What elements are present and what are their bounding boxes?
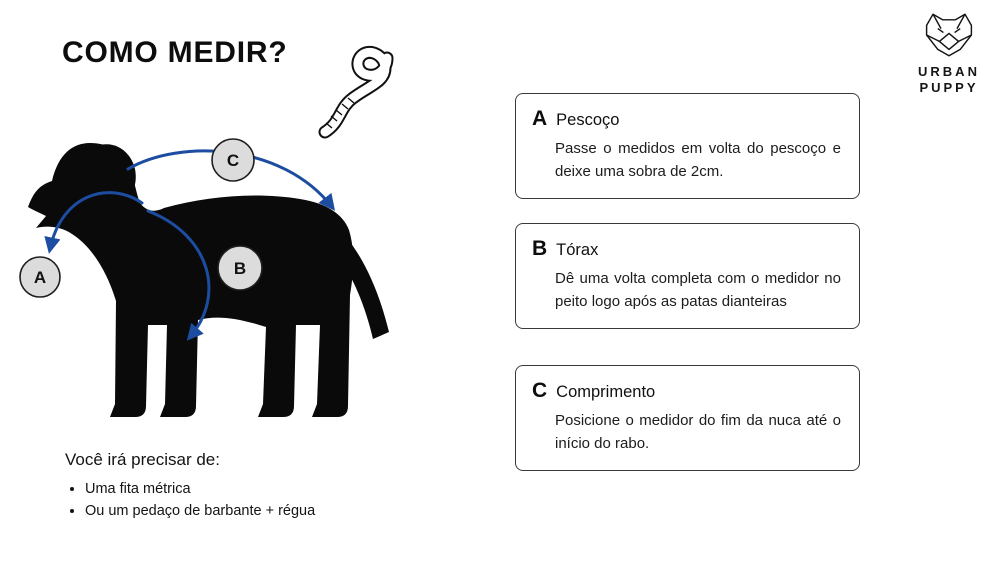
materials-title: Você irá precisar de: [65,450,220,469]
tape-tick-marks [325,97,355,129]
card-header: B Tórax [532,237,843,261]
measurement-arrow-b [146,209,211,341]
card-letter: A [532,107,548,130]
card-title: Comprimento [556,383,656,401]
instruction-card-neck: A Pescoço Passe o medidos em volta do pe… [515,93,860,199]
materials-list: Uma fita métrica Ou um pedaço de barbant… [65,479,465,523]
dog-tail [290,201,389,339]
card-body: Dê uma volta completa com o medidor no p… [555,270,841,310]
materials-item: Uma fita métrica [85,479,465,501]
dog-head-icon [925,13,973,57]
dog-ear [94,144,136,197]
card-body: Passe o medidos em volta do pescoço e de… [555,140,841,180]
measurement-arrow-a [44,191,144,254]
card-body: Posicione o medidor do fim da nuca até o… [555,412,841,452]
label-circle-b [217,245,263,291]
card-header: A Pescoço [532,107,843,131]
card-letter: C [532,379,548,402]
materials-item: Ou um pedaço de barbante + régua [85,501,465,523]
card-header: C Comprimento [532,379,843,403]
card-title: Tórax [556,241,599,259]
label-letter-c: C [227,151,239,170]
label-letter-a: A [34,268,46,287]
label-letter-b: B [234,259,246,278]
tape-band-fill [320,47,392,137]
instruction-card-chest: B Tórax Dê uma volta completa com o medi… [515,223,860,329]
logo-text-line1: URBAN [918,64,980,79]
page-title: COMO MEDIR? [62,36,288,69]
materials-section: Você irá precisar de: Uma fita métrica O… [65,450,465,523]
urban-puppy-logo: URBAN PUPPY [903,8,995,97]
measuring-tape-icon [318,45,394,139]
card-title: Pescoço [556,111,620,129]
instruction-card-length: C Comprimento Posicione o medidor do fim… [515,365,860,471]
label-circle-a [19,256,61,298]
label-circle-c [211,138,255,182]
card-letter: B [532,237,548,260]
dog-measurement-diagram: A B C [19,138,389,417]
dog-silhouette [28,143,354,417]
logo-text-line2: PUPPY [919,80,979,96]
